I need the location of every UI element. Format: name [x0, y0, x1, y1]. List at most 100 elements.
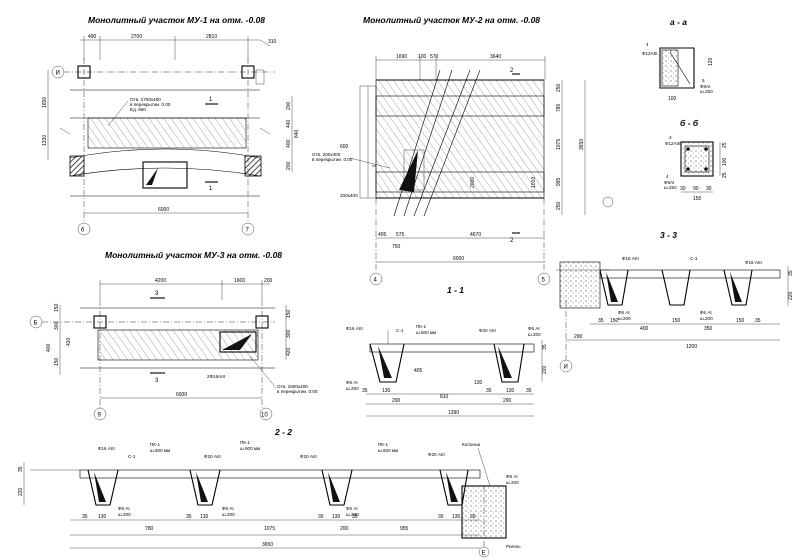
- drawing-label: 5: [702, 78, 705, 83]
- drawing-label: 35: [486, 388, 492, 394]
- drawing-label: 440: [286, 119, 292, 128]
- drawing-label: Ф16 АIII: [98, 446, 115, 451]
- drawing-label: ПК-1: [378, 442, 389, 447]
- drawing-label: 1010: [531, 177, 537, 188]
- drawing-label: 130: [98, 514, 107, 520]
- drawing-label: ш.200: [506, 480, 519, 485]
- drawing-label: 10: [261, 413, 268, 419]
- drawing-label: С-1: [690, 256, 698, 261]
- drawing-label: 220: [788, 291, 794, 300]
- drawing-label: 35: [82, 514, 88, 520]
- drawing-label: а - а: [670, 17, 687, 27]
- drawing-label: ш.600 мм: [150, 448, 170, 453]
- drawing-label: 420: [66, 337, 72, 346]
- drawing-label: 9: [98, 413, 102, 419]
- drawing-label: 120: [708, 57, 714, 66]
- drawing-label: ш.200: [346, 512, 359, 517]
- drawing-label: 405: [414, 368, 423, 374]
- drawing-label: Ф6 АI: [346, 506, 358, 511]
- axis-marker: [241, 222, 255, 236]
- drawing-label: 200: [286, 161, 292, 170]
- drawing-label: 290: [392, 398, 401, 404]
- drawing-label: 1: [209, 186, 213, 192]
- drawing-label: ш.200: [346, 386, 359, 391]
- drawing-label: ПК-1: [150, 442, 161, 447]
- drawing-label: 1075: [264, 526, 275, 532]
- drawing-label: 1650: [42, 97, 48, 108]
- drawing-label: 4: [666, 174, 669, 179]
- axis-marker: [77, 222, 91, 236]
- drawing-label: ш.200: [700, 316, 713, 321]
- drawing-label: И: [564, 365, 568, 371]
- drawing-label: 3: [155, 378, 159, 384]
- drawing-label: ш.200: [222, 512, 235, 517]
- drawing-label: 4670: [470, 232, 481, 238]
- drawing-label: Ф20 АIII: [428, 452, 445, 457]
- drawing-label: 35: [755, 318, 761, 324]
- drawing-label: Ригель: [506, 544, 521, 549]
- drawing-label: Отв. 1600х400: [277, 384, 308, 389]
- drawing-label: 1600: [234, 278, 245, 284]
- drawing-label: 30: [706, 186, 712, 192]
- drawing-label: 290: [574, 334, 583, 340]
- drawing-label: Ф16 АIII: [346, 326, 363, 331]
- drawing-label: 150: [286, 309, 292, 318]
- drawing-label: 3: [669, 135, 672, 140]
- drawing-label: 200х400: [340, 193, 358, 198]
- drawing-label: в перекрытии. 0.00: [277, 389, 318, 394]
- drawing-label: Ф6АI: [664, 180, 674, 185]
- drawing-label: ш.200: [118, 512, 131, 517]
- drawing-label: Б: [34, 321, 38, 327]
- drawing-label: 35: [788, 270, 794, 276]
- drawing-label: Ф6 АI: [222, 506, 234, 511]
- drawing-label: Ф12АIII: [665, 141, 681, 146]
- drawing-label: 400: [46, 343, 52, 352]
- drawing-label: 35: [18, 466, 24, 472]
- drawing-label: С-1: [396, 328, 404, 333]
- drawing-label: 3650: [579, 139, 585, 150]
- drawing-label: 3 - 3: [660, 230, 677, 240]
- drawing-label: 35: [542, 344, 548, 350]
- drawing-label: 200: [340, 526, 349, 532]
- drawing-label: 35: [352, 514, 358, 520]
- drawing-label: 35: [362, 388, 368, 394]
- drawing-label: ш.200: [618, 316, 631, 321]
- drawing-label: ш.250: [700, 89, 713, 94]
- drawing-label: 780: [145, 526, 154, 532]
- drawing-label: 1330: [42, 135, 48, 146]
- drawing-label: Ф6 АI: [118, 506, 130, 511]
- section-bb: б - б 3 Ф12АIII 4 Ф6АI ш.250 25 100 25 3…: [664, 118, 728, 202]
- drawing-label: 570: [430, 54, 439, 60]
- drawing-label: 130: [332, 514, 341, 520]
- drawing-label: 130: [200, 514, 209, 520]
- mu3-plan: Монолитный участок МУ-3 на отм. -0.08 42…: [29, 250, 318, 421]
- drawing-label: 150: [672, 318, 681, 324]
- mu1-title: Монолитный участок МУ-1 на отм. -0.08: [88, 15, 265, 25]
- drawing-label: 2000: [470, 177, 476, 188]
- drawing-label: 200: [264, 278, 273, 284]
- drawing-label: Ед. 850: [130, 107, 146, 112]
- drawing-label: 600: [340, 144, 349, 150]
- drawing-label: в перекрытии. 0.00: [130, 102, 171, 107]
- drawing-label: 750: [392, 244, 401, 250]
- drawing-label: 150: [693, 196, 702, 202]
- drawing-label: 35: [438, 514, 444, 520]
- drawing-label: 575: [396, 232, 405, 238]
- drawing-label: 250: [556, 83, 562, 92]
- drawing-label: 2: [510, 68, 514, 74]
- drawing-label: 6: [81, 228, 85, 234]
- drawing-label: 290: [503, 398, 512, 404]
- drawing-label: 130: [452, 514, 461, 520]
- drawing-label: Ф12АIII: [642, 51, 658, 56]
- drawing-label: 955: [400, 526, 409, 532]
- drawing-label: 30: [680, 186, 686, 192]
- drawing-label: С-1: [128, 454, 136, 459]
- drawing-label: Ф20 АIII: [204, 454, 221, 459]
- drawing-label: 35: [186, 514, 192, 520]
- drawing-label: Отв. 200х400: [312, 152, 341, 157]
- section-aa: а - а 4 Ф12АIII 5 Ф6АI ш.250 120 100: [642, 17, 714, 102]
- mu2-title: Монолитный участок МУ-2 на отм. -0.08: [363, 15, 540, 25]
- section-22: 2 - 2 Колонна Ригель Ф16 АIII С-1 ПК-1 ш…: [18, 427, 521, 558]
- drawing-label: 995: [556, 177, 562, 186]
